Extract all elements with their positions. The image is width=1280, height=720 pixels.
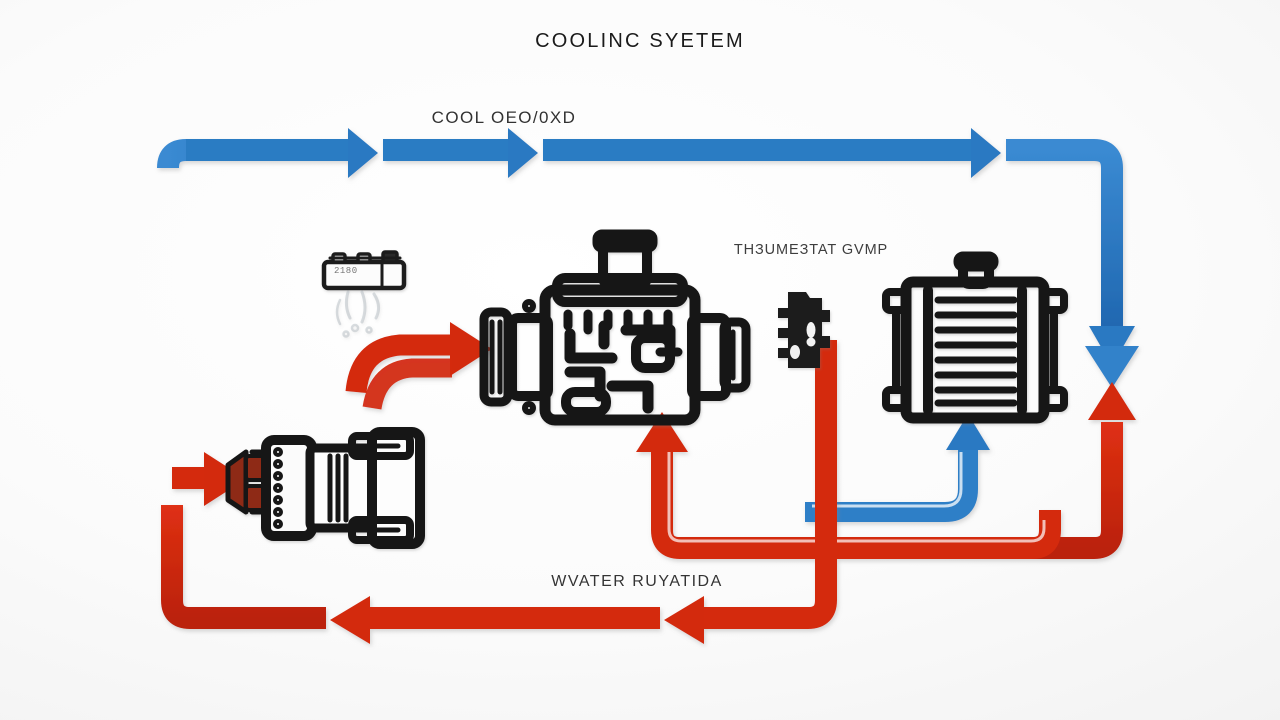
flow-arrowhead-top-1 — [348, 128, 378, 178]
flow-cool-radiator-inlet — [805, 448, 978, 522]
temperature-gauge-icon — [321, 250, 407, 338]
water-pump-label: WVATER RUYATIDA — [551, 573, 723, 590]
flow-top-right-corner — [1006, 139, 1123, 330]
pump-inlet-snout — [225, 449, 249, 515]
cool-coolant-flow-path — [157, 128, 1139, 462]
flow-hot-inner-highlight — [667, 452, 1046, 543]
water-pump-icon — [225, 427, 425, 549]
gauge-reading-value: 2180 — [334, 266, 358, 276]
radiator-icon — [882, 251, 1068, 424]
flow-hot-bottom-left-corner — [161, 505, 326, 629]
flow-arrowhead-pump-inlet — [204, 452, 246, 506]
flow-arrowhead-hot-right-up — [1088, 382, 1136, 420]
flow-arrowhead-cool-radiator — [946, 414, 990, 450]
flow-arrowhead-hot-engine-inlet — [636, 412, 688, 452]
thermostat-vent-lower — [806, 337, 816, 347]
page-title: COOLINC SYETEM — [535, 30, 745, 52]
flow-hot-inner-loop — [651, 450, 1061, 559]
thermostat-pump-label: THЗUMEЗTAT GVMP — [733, 242, 889, 258]
flow-arrowhead-bottom-right — [664, 596, 704, 644]
flow-cool-highlight — [812, 452, 963, 508]
flow-hot-engine-feed — [345, 334, 452, 394]
flow-hot-thermostat-drop — [720, 339, 838, 629]
thermostat-port — [790, 345, 800, 359]
flow-hot-engine-feed-lower — [362, 358, 452, 410]
hot-coolant-flow-path — [161, 339, 1136, 644]
engine-block-icon — [479, 229, 751, 426]
flow-arrowhead-engine-feed — [450, 322, 492, 376]
flow-arrowhead-top-3 — [971, 128, 1001, 178]
flow-hot-right-riser — [900, 422, 1123, 559]
thermostat-vent-upper — [806, 322, 816, 338]
flow-top-left-corner — [157, 139, 352, 169]
cool-coolant-label: COOL OEO/0XD — [431, 108, 577, 127]
gauge-steam-wisps — [335, 290, 381, 338]
cool-to-radiator-path — [805, 414, 990, 522]
thermostat-icon — [778, 292, 830, 368]
flow-arrowhead-bottom-left — [330, 596, 370, 644]
hot-engine-feed-path — [345, 322, 492, 410]
flow-arrowhead-top-2 — [508, 128, 538, 178]
flow-arrowhead-down-right-secondary — [1085, 346, 1139, 388]
